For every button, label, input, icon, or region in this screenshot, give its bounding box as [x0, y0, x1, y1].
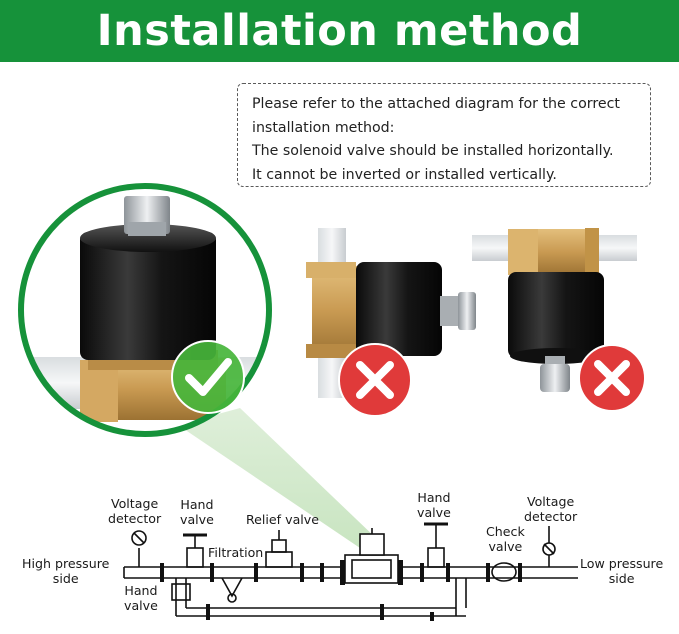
label-hand-valve-top-left: Hand valve	[180, 497, 214, 527]
wrong-inverted-installation	[472, 228, 646, 412]
label-hand-valve-top-right: Hand valve	[417, 490, 451, 520]
zoom-cone	[178, 408, 378, 548]
correct-installation-photo	[18, 183, 272, 437]
page-title: Installation method	[96, 6, 583, 56]
notice-line-3: The solenoid valve should be installed h…	[252, 143, 614, 159]
title-banner: Installation method	[0, 0, 679, 62]
label-low-pressure-side: Low pressure side	[580, 556, 664, 586]
label-voltage-detector-right: Voltage detector	[524, 494, 578, 524]
installation-notice: Please refer to the attached diagram for…	[237, 83, 651, 187]
piping-schematic	[123, 522, 578, 621]
label-filtration: Filtration	[208, 545, 264, 560]
label-voltage-detector-left: Voltage detector	[108, 496, 162, 526]
label-check-valve: Check valve	[486, 524, 525, 554]
label-relief-valve: Relief valve	[246, 512, 319, 527]
wrong-x-icon-1	[338, 343, 412, 417]
label-hand-valve-bottom: Hand valve	[124, 583, 158, 613]
notice-line-1: Please refer to the attached diagram for…	[252, 96, 620, 112]
correct-check-icon	[171, 340, 245, 414]
wrong-vertical-installation	[306, 228, 476, 417]
notice-line-2: installation method:	[252, 119, 395, 136]
notice-line-4: It cannot be inverted or installed verti…	[252, 166, 557, 183]
wrong-x-icon-2	[578, 344, 646, 412]
label-high-pressure-side: High pressure side	[22, 556, 110, 586]
